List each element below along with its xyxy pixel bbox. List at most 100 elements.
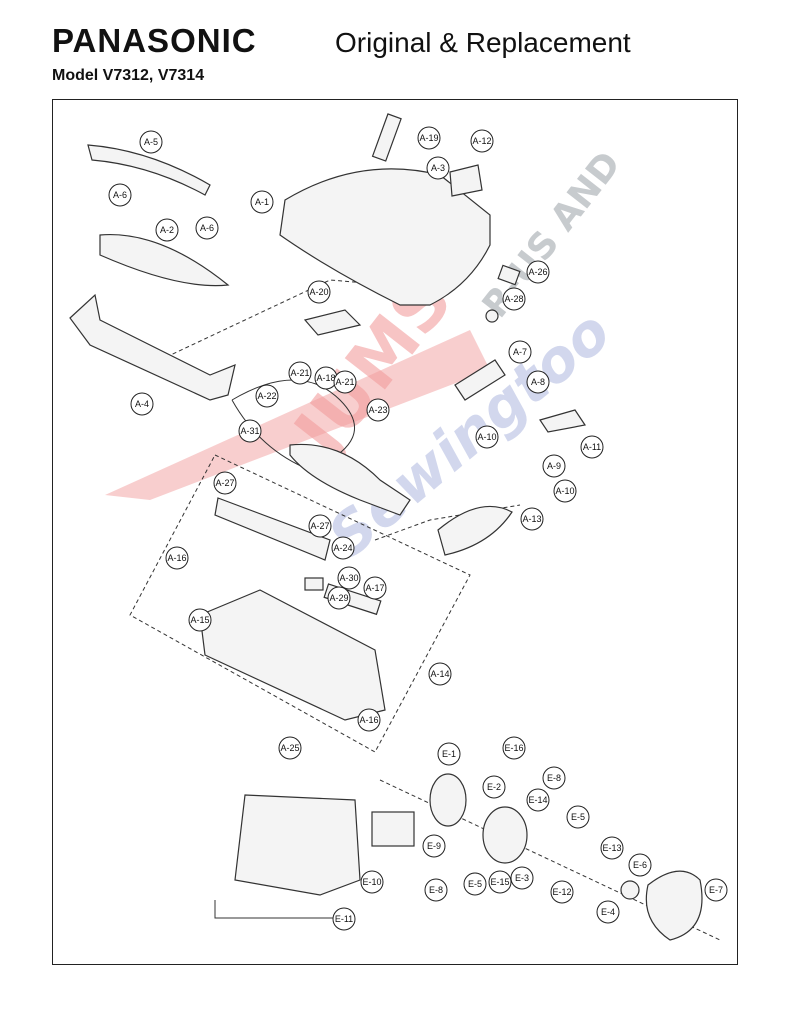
callout-a-5: A-5	[139, 130, 163, 154]
part-e6-pulley	[620, 880, 640, 900]
callout-circle	[502, 736, 526, 760]
callout-circle	[250, 190, 274, 214]
callout-text: A-21	[335, 377, 354, 387]
callout-text: A-19	[419, 133, 438, 143]
callout-a-25: A-25	[278, 736, 302, 760]
parts	[69, 113, 703, 941]
callout-text: E-11	[335, 914, 353, 924]
part-a19-hose-connector	[371, 113, 402, 162]
callout-e-6: E-6	[628, 853, 652, 877]
callout-text: A-22	[257, 391, 276, 401]
callout-e-5a: E-5	[566, 805, 590, 829]
callout-a-11: A-11	[580, 435, 604, 459]
callout-circle	[520, 507, 544, 531]
callout-circle	[526, 788, 550, 812]
callout-circle	[366, 398, 390, 422]
callout-e-8b: E-8	[424, 878, 448, 902]
callout-e-2: E-2	[482, 775, 506, 799]
callout-e-14: E-14	[526, 788, 550, 812]
callout-circle	[332, 907, 356, 931]
part-a1-base-housing	[279, 168, 491, 306]
callout-circle	[526, 370, 550, 394]
callout-circle	[704, 878, 728, 902]
callout-circle	[327, 586, 351, 610]
callout-circle	[108, 183, 132, 207]
callout-circle	[510, 866, 534, 890]
part-e9-filter	[371, 811, 415, 847]
callout-text: A-30	[339, 573, 358, 583]
callout-circle	[130, 392, 154, 416]
callout-a-24: A-24	[331, 536, 355, 560]
part-a20-bracket	[303, 309, 362, 336]
model-label: Model V7312, V7314	[52, 67, 205, 84]
part-a30-bearing	[304, 577, 324, 591]
callout-text: A-27	[310, 521, 329, 531]
callout-text: A-2	[160, 225, 174, 235]
callout-circle	[278, 736, 302, 760]
part-a12-pedal	[449, 164, 483, 197]
part-e2-motor	[482, 806, 528, 864]
watermark-small-text: R-US AND	[475, 144, 629, 325]
part-a15-bottom-plate	[199, 589, 386, 721]
callout-circle	[580, 435, 604, 459]
callout-text: E-12	[552, 887, 571, 897]
callout-text: A-24	[333, 543, 352, 553]
callout-e-15: E-15	[488, 870, 512, 894]
callout-a-6b: A-6	[195, 216, 219, 240]
callout-e-9: E-9	[422, 834, 446, 858]
callout-text: E-5	[571, 812, 585, 822]
callout-text: E-13	[602, 843, 621, 853]
callout-circle	[428, 662, 452, 686]
callout-a-15: A-15	[188, 608, 212, 632]
callout-e-3: E-3	[510, 866, 534, 890]
callout-text: A-25	[280, 743, 299, 753]
callout-a-16a: A-16	[165, 546, 189, 570]
callout-a-12: A-12	[470, 129, 494, 153]
part-a31-cord-assembly	[289, 443, 411, 516]
callout-circle	[482, 775, 506, 799]
callout-circle	[238, 419, 262, 443]
callout-text: E-6	[633, 860, 647, 870]
callout-a-4: A-4	[130, 392, 154, 416]
callout-text: A-27	[215, 478, 234, 488]
callout-a-21a: A-21	[288, 361, 312, 385]
callout-a-3: A-3	[426, 156, 450, 180]
callout-e-8a: E-8	[542, 766, 566, 790]
callout-a-30: A-30	[337, 566, 361, 590]
callout-text: E-1	[442, 749, 456, 759]
callout-text: A-3	[431, 163, 445, 173]
callout-circle	[488, 870, 512, 894]
callout-circle	[628, 853, 652, 877]
callout-circle	[337, 566, 361, 590]
callout-e-13: E-13	[600, 836, 624, 860]
callout-circle	[553, 479, 577, 503]
callout-text: A-31	[240, 426, 259, 436]
callout-circle	[542, 454, 566, 478]
callout-a-19: A-19	[417, 126, 441, 150]
callout-text: A-16	[359, 715, 378, 725]
callout-text: A-26	[528, 267, 547, 277]
callout-a-10b: A-10	[553, 479, 577, 503]
part-a4-front-cover	[69, 293, 236, 401]
callout-a-23: A-23	[366, 398, 390, 422]
part-a31-wire	[231, 379, 356, 471]
part-a28-spring	[485, 309, 499, 323]
callout-e-7: E-7	[704, 878, 728, 902]
callout-e-10: E-10	[360, 870, 384, 894]
callout-text: A-6	[113, 190, 127, 200]
callout-circle	[139, 130, 163, 154]
callout-text: A-9	[547, 461, 561, 471]
callout-text: E-3	[515, 873, 529, 883]
watermark-red-swoosh	[105, 330, 490, 500]
callout-circle	[165, 546, 189, 570]
callout-circle	[475, 425, 499, 449]
callout-text: A-20	[309, 287, 328, 297]
part-e10-motor-housing	[234, 794, 361, 896]
callout-e-12: E-12	[550, 880, 574, 904]
callout-text: A-17	[365, 583, 384, 593]
callout-text: A-28	[504, 294, 523, 304]
part-a2-grille	[99, 233, 230, 287]
callout-circle	[195, 216, 219, 240]
callout-text: E-4	[601, 907, 615, 917]
callout-text: E-9	[427, 841, 441, 851]
